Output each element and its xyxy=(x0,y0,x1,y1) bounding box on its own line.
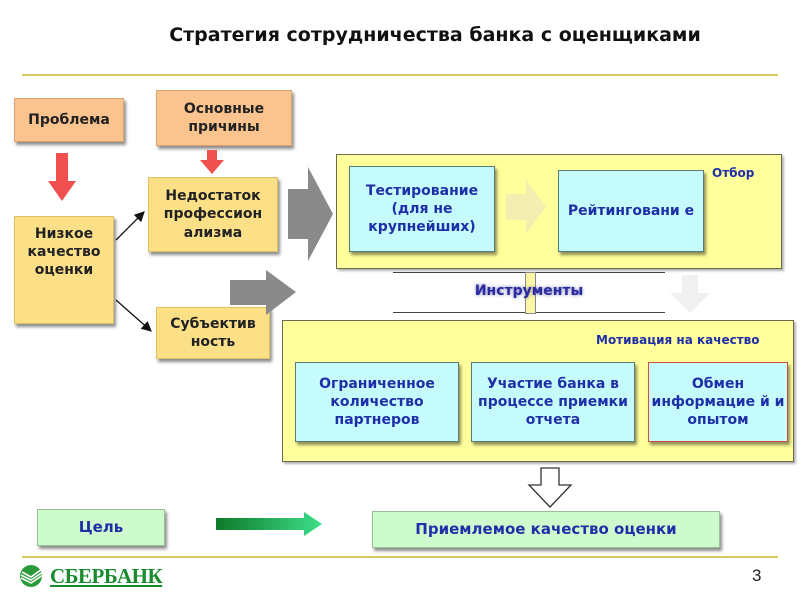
motivation-item-1: Ограниченное количество партнеров xyxy=(295,362,459,442)
red-arrow-down-2-icon xyxy=(200,150,224,174)
motivation-item-3: Обмен информацие й и опытом xyxy=(648,362,788,442)
goal-label-box: Цель xyxy=(37,509,165,546)
causes-label: Основные причины xyxy=(183,100,265,135)
brand-name: СБЕРБАНК xyxy=(50,563,163,588)
motivation-item-2: Участие банка в процессе приемки отчета xyxy=(471,362,635,442)
tools-label: Инструменты xyxy=(474,283,584,299)
selection-item-1: Тестирование (для не крупнейших) xyxy=(349,166,495,252)
tools-connector xyxy=(525,272,536,314)
faint-arrow-right-icon xyxy=(506,180,546,234)
result-box: Приемлемое качество оценки xyxy=(372,511,720,548)
bottom-divider xyxy=(22,556,778,558)
outline-arrow-down-icon xyxy=(527,467,573,508)
problem-label-box: Проблема xyxy=(14,98,124,142)
red-arrow-down-1-icon xyxy=(48,153,76,201)
arrow-to-cause-1 xyxy=(115,211,145,241)
problem-label: Проблема xyxy=(28,111,110,128)
cause-text-2: Субъектив ность xyxy=(170,315,256,350)
cause-box-1: Недостаток профессион ализма xyxy=(148,177,278,252)
causes-label-box: Основные причины xyxy=(156,90,292,146)
selection-label: Отбор xyxy=(712,166,755,180)
page-number: 3 xyxy=(752,566,762,585)
problem-text: Низкое качество оценки xyxy=(27,226,101,279)
sberbank-logo-icon xyxy=(20,565,44,587)
cause-box-2: Субъектив ность xyxy=(156,307,270,359)
grey-arrow-2-icon xyxy=(230,270,296,315)
green-arrow-right-icon xyxy=(216,512,322,536)
sberbank-logo: СБЕРБАНК xyxy=(18,563,163,589)
motivation-label: Мотивация на качество xyxy=(596,333,760,347)
faint-arrow-down-icon xyxy=(670,275,710,313)
selection-item-2: Рейтинговани е xyxy=(558,170,704,252)
cause-text-1: Недостаток профессион ализма xyxy=(163,188,263,241)
arrow-to-cause-2 xyxy=(115,299,152,332)
top-divider xyxy=(22,74,778,76)
page-title: Стратегия сотрудничества банка с оценщик… xyxy=(169,24,701,46)
grey-arrow-1-icon xyxy=(288,167,333,261)
problem-box: Низкое качество оценки xyxy=(14,216,114,324)
